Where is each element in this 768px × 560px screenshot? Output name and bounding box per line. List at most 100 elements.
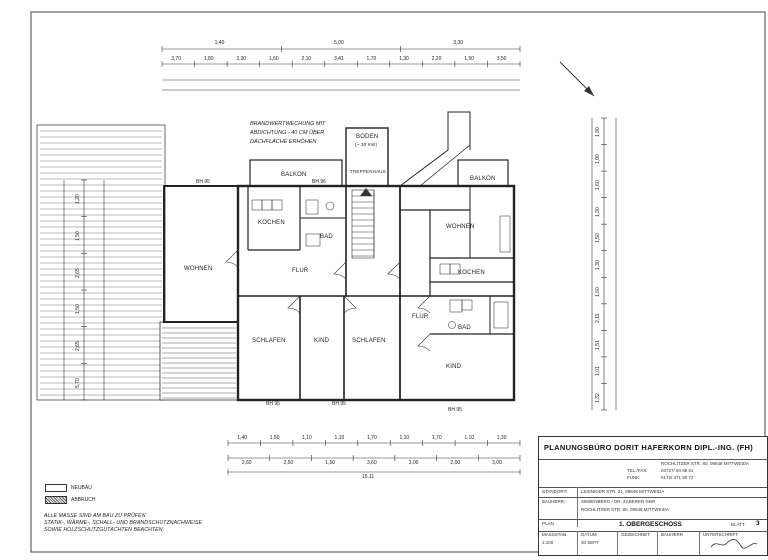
scale-value: 1:100 <box>542 540 554 545</box>
dimension-label: 2,00 <box>450 460 461 466</box>
dimension-lines-right <box>591 117 617 411</box>
dimension-label: 2,20 <box>431 56 442 62</box>
dimension-label: 1,90 <box>595 127 601 138</box>
dimension-lines-left <box>63 179 105 401</box>
title-block: PLANUNGSBÜRO DORIT HAFERKORN DIPL.-ING. … <box>538 436 768 556</box>
room-label-boden: BODEN <box>356 134 379 140</box>
room-label-treppenhaus: TREPPENHAUS <box>350 169 386 174</box>
left-terrace <box>36 124 166 401</box>
note-line: STATIK-, WÄRME-, SCHALL- UND BRANDSCHUTZ… <box>44 520 203 526</box>
dimension-label: 2,65 <box>75 341 81 351</box>
building-walls <box>163 111 516 402</box>
legend-abbruch-swatch <box>45 496 67 504</box>
note-line: ALLE MASSE SIND AM BAU ZU PRÜFEN. <box>44 513 148 519</box>
room-label-flur-right: FLUR <box>412 314 429 320</box>
dimension-label: 1,60 <box>595 180 601 191</box>
fire-wall-note-line-3: DACHFLÄCHE ERHÖHEN <box>250 139 317 145</box>
standort-value: LEISNIGER STR. 21, 09648 MITTWEIDA <box>581 489 665 494</box>
signature-label: UNTERSCHRIFT <box>703 532 738 537</box>
office-name: PLANUNGSBÜRO DORIT HAFERKORN DIPL.-ING. … <box>544 443 754 452</box>
dimension-label: 1,30 <box>496 435 507 441</box>
room-label-kochen-left: KOCHEN <box>258 220 285 226</box>
dimension-label: 1,10 <box>334 435 345 441</box>
room-label-bad-right: BAD <box>458 325 471 331</box>
room-label-balkon-right: BALKON <box>470 176 496 182</box>
window-label: BH 95 <box>266 401 280 407</box>
dimension-lines-bottom <box>227 440 521 475</box>
dimension-label: 5,00 <box>334 40 344 46</box>
room-label-bad-left: BAD <box>320 234 333 240</box>
dimension-label: 1,32 <box>595 392 601 403</box>
window-label: BH 95 <box>196 179 210 185</box>
dimension-label: 1,10 <box>464 435 475 441</box>
north-arrow-icon <box>559 61 595 97</box>
dimension-label: 1,51 <box>595 339 601 350</box>
dimension-label: 1,80 <box>203 56 214 62</box>
dimension-label: 2,65 <box>75 267 81 278</box>
window-label: BH 95 <box>448 407 462 413</box>
dimension-label: 1,01 <box>595 366 601 377</box>
dimension-label: 1,40 <box>237 435 247 441</box>
room-label-kind-left: KIND <box>314 338 330 344</box>
room-label-boden-sub: (~ 30 KW) <box>355 142 378 147</box>
dimension-label: 1,50 <box>75 304 81 315</box>
main-stair <box>351 188 375 259</box>
tel-value: 03727/ 94 88 61 <box>661 468 694 473</box>
dimension-label: 1,70 <box>367 435 377 441</box>
window-label: BH 96 <box>312 179 326 185</box>
fire-wall-note-line-2: ABDICHTUNG - 40 CM ÜBER <box>250 130 325 136</box>
dimension-label: 1,00 <box>595 154 601 164</box>
funk-value: 0172/ 371 90 72 <box>661 475 694 480</box>
door-swings <box>225 249 431 352</box>
dimension-label: 2,10 <box>301 56 312 62</box>
window-label: BH 95 <box>332 401 346 407</box>
date-value: 30 SEPT <box>581 540 600 545</box>
room-label-schlafen-mid: SCHLAFEN <box>352 338 386 344</box>
fire-wall-note-line-1: BRANDWERTWECHUNG MIT <box>250 121 326 127</box>
dimension-lines-top <box>161 46 521 91</box>
drawn-by-label: GEZEICHNET <box>621 532 651 537</box>
dimension-label: 3,50 <box>496 56 507 62</box>
signature-icon <box>710 539 758 549</box>
plan-title: 1. OBERGESCHOSS <box>619 521 682 528</box>
room-label-kochen-right: KOCHEN <box>458 270 485 276</box>
room-label-wohnen-left: WOHNEN <box>184 266 213 272</box>
room-label-kind-right: KIND <box>446 364 462 370</box>
dimension-label: 3,30 <box>453 40 464 46</box>
dimension-label: 3,70 <box>171 56 181 62</box>
dimension-label: 3,00 <box>492 460 502 466</box>
dimension-label: 1,70 <box>366 56 377 62</box>
room-label-balkon-left: BALKON <box>281 172 307 178</box>
dimension-label: 1,30 <box>595 207 601 217</box>
room-label-schlafen-left: SCHLAFEN <box>252 338 286 344</box>
client-label: BAUHERR <box>661 532 684 537</box>
dimension-label: 2,60 <box>241 460 252 466</box>
tel-label: TEL./FAX: <box>627 468 648 473</box>
legend-neubau-label: NEUBAU <box>71 485 92 491</box>
scale-label: MASSSTAB <box>542 532 567 537</box>
legend-abbruch-label: ABBRUCH <box>71 497 96 503</box>
dimension-label: 3,30 <box>236 56 247 62</box>
dimension-label: 1,50 <box>268 56 279 62</box>
dimension-label: 15,11 <box>362 474 375 480</box>
date-label: DATUM <box>581 532 597 537</box>
lower-left-stair <box>159 321 239 401</box>
dimension-label: 2,11 <box>595 313 601 324</box>
dimension-label: 1,40 <box>214 40 225 46</box>
dimension-label: 1,70 <box>431 435 442 441</box>
dimension-label: 5,70 <box>75 377 81 388</box>
blatt-label: BLATT <box>731 522 745 527</box>
dimension-label: 1,10 <box>399 435 410 441</box>
dimension-label: 1,50 <box>269 435 280 441</box>
funk-label: FUNK: <box>627 475 641 480</box>
general-notes: ALLE MASSE SIND AM BAU ZU PRÜFEN. STATIK… <box>44 513 202 534</box>
dimension-label: 1,50 <box>595 233 601 244</box>
dimension-label: 3,60 <box>367 460 377 466</box>
room-label-flur-left: FLUR <box>292 268 309 274</box>
dimension-label: 3,00 <box>408 460 419 466</box>
dimension-label: 1,30 <box>399 56 409 62</box>
dimension-label: 1,20 <box>75 194 81 205</box>
office-address: ROCHLITZER STR. 80, 09648 MITTWEIDA <box>661 461 750 466</box>
plan-label: PLAN <box>542 521 554 526</box>
legend-neubau-swatch <box>45 484 67 492</box>
